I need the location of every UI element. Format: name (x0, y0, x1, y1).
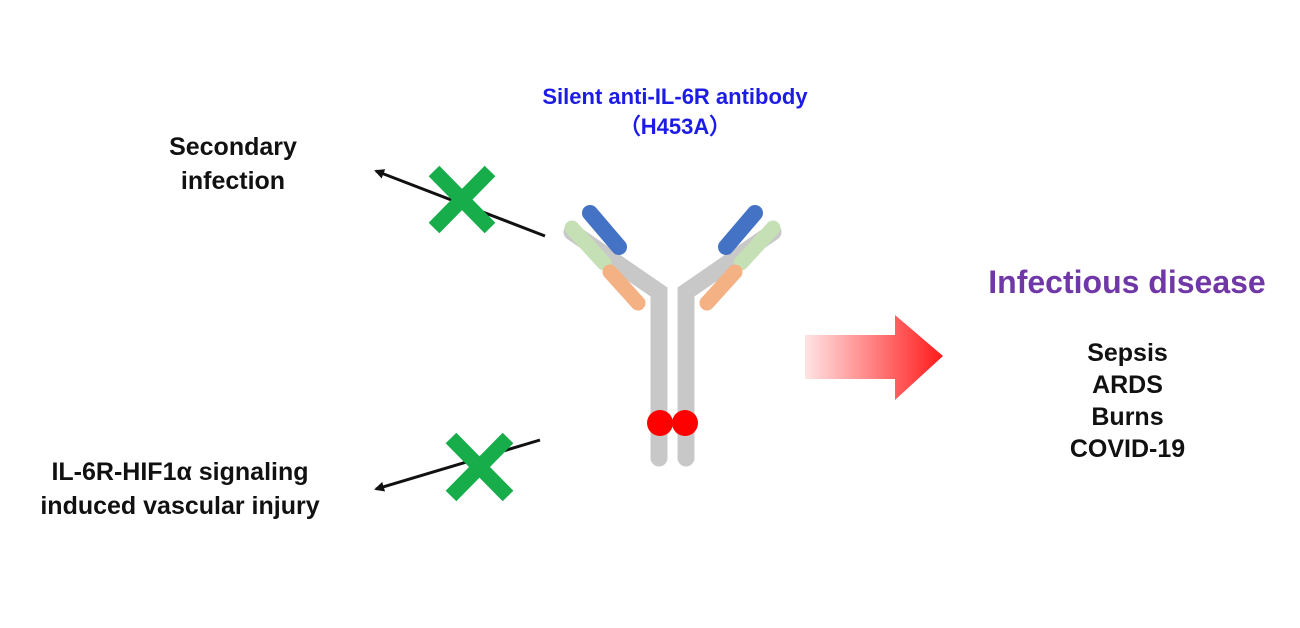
fc-mutation-dot (647, 410, 673, 436)
vascular-injury-label: IL-6R-HIF1α signaling induced vascular i… (10, 455, 350, 523)
antibody-variant: （H453A） (618, 114, 732, 139)
green-x-icon (445, 432, 514, 502)
label-line: induced vascular injury (40, 492, 320, 520)
disease-list: Sepsis ARDS Burns COVID-19 (1020, 337, 1235, 465)
gradient-arrow-icon (805, 315, 943, 400)
variable-heavy-domains (582, 205, 763, 255)
label-line: Secondary (169, 133, 297, 161)
disease-item: COVID-19 (1069, 435, 1186, 463)
light-chains (564, 220, 781, 311)
antibody-name: Silent anti-IL-6R antibody (542, 84, 808, 109)
label-line: infection (180, 167, 286, 195)
fc-mutation-dot (672, 410, 698, 436)
disease-item: Burns (1091, 403, 1164, 431)
antibody-title: Silent anti-IL-6R antibody （H453A） (475, 82, 875, 142)
green-x-icon (428, 165, 496, 234)
disease-item: ARDS (1092, 371, 1163, 399)
vascular-injury-arrow (374, 438, 541, 492)
disease-title: Infectious disease (988, 264, 1266, 300)
label-line: IL-6R-HIF1α signaling (51, 458, 309, 486)
secondary-infection-label: Secondary infection (133, 130, 333, 198)
antibody-icon (563, 205, 782, 467)
disease-item: Sepsis (1087, 339, 1168, 367)
